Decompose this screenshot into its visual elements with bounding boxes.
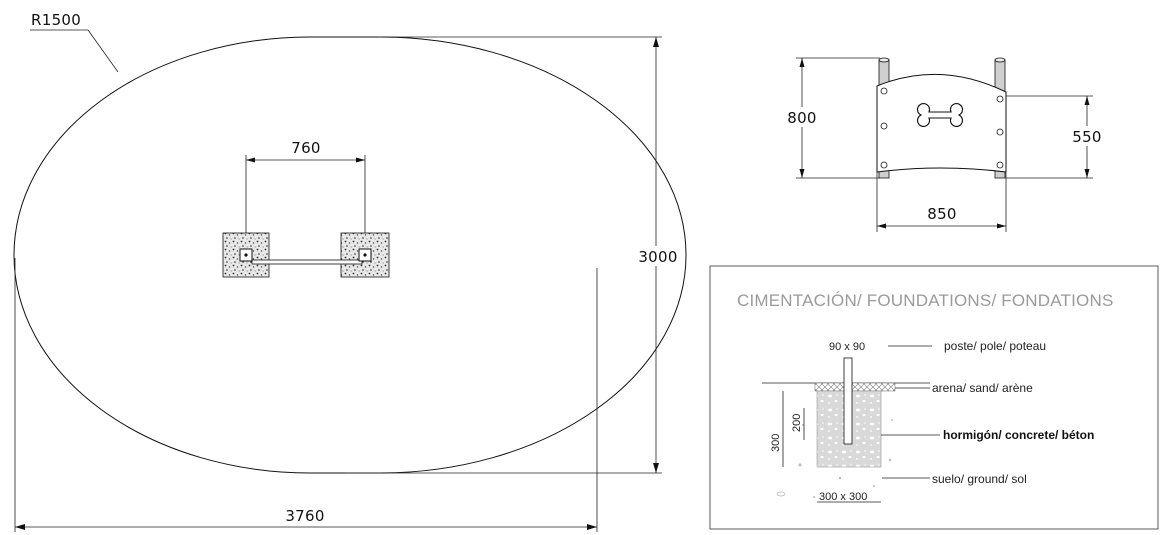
ground-label: suelo/ ground/ sol [932,472,1027,486]
bone-icon [917,103,963,127]
depth-label: 3000 [638,248,677,266]
elevation-width-label: 850 [927,205,957,223]
post-size-label: 90 x 90 [829,341,865,353]
base-size-label: 300 x 300 [819,491,867,503]
sand-label: arena/ sand/ arène [932,381,1033,395]
radius-leader-arrow [87,29,119,73]
ground-texture [776,419,893,498]
elevation-view: 800 550 850 [782,57,1108,232]
foundation-post [843,357,853,445]
equipment-bar [251,259,363,265]
concrete-label: hormigón/ concrete/ béton [943,428,1094,442]
depth-arrow-top [653,37,659,47]
width-arrow-left [15,524,25,530]
panel-height-label: 550 [1072,128,1102,146]
elevation-panel [876,73,1007,173]
foundations-title: CIMENTACIÓN/ FOUNDATIONS/ FONDATIONS [737,291,1113,310]
plan-view: R1500 3000 3760 760 [13,11,687,532]
radius-label: R1500 [31,11,81,29]
sand-layer [814,382,896,392]
spacing-label: 760 [291,139,321,157]
depth-300-label: 300 [770,434,782,452]
post-label: poste/ pole/ poteau [944,339,1046,353]
footing-left [222,232,270,278]
width-label: 3760 [285,507,324,525]
foundations-frame [709,265,1159,530]
depth-200-label: 200 [791,414,803,432]
depth-arrow-bottom [653,463,659,473]
foundations-panel: CIMENTACIÓN/ FOUNDATIONS/ FONDATIONS 90 … [709,265,1159,530]
width-arrow-right [587,524,597,530]
height-label: 800 [787,109,817,127]
